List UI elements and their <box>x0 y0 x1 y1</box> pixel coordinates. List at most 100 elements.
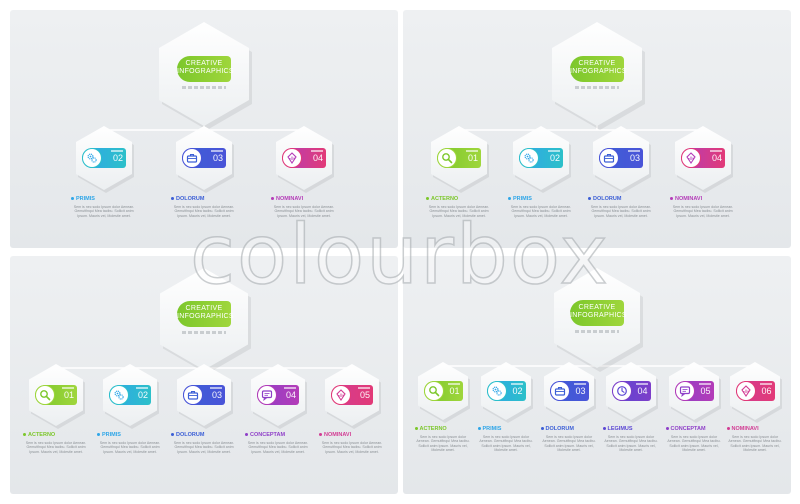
step-description: Sem is nec sodo Ipsum dolor Aenean. Gemu… <box>542 435 596 452</box>
step-caption: NOMINAVI Sem is nec sodo Ipsum dolor Aene… <box>319 432 385 463</box>
title-placeholder-text <box>182 331 226 334</box>
step-label-text: CONCEPTAM <box>250 432 286 438</box>
step-number: 02 <box>512 386 523 396</box>
step-description: Sem is nec sodo Ipsum dolor Aenean. Gemu… <box>173 441 235 454</box>
step-number: 02 <box>112 153 123 163</box>
step-number: 05 <box>700 386 711 396</box>
step-description: Sem is nec sodo Ipsum dolor Aenean. Gemu… <box>728 435 782 452</box>
step-number: 05 <box>359 390 370 400</box>
bullet-dot-icon <box>97 433 100 437</box>
step-badge: 03 <box>599 148 643 168</box>
step-caption: NOMINAVI Sem is nec sodo Ipsum dolor Aene… <box>726 426 784 457</box>
bullet-dot-icon <box>71 197 74 201</box>
step-label: PRIMIS <box>508 196 574 203</box>
title-line-2: INFOGRAPHICS <box>177 313 234 320</box>
step-label: LEGIMUS <box>602 426 660 433</box>
growth-icon <box>283 149 301 167</box>
step-badge: 04 <box>611 381 651 401</box>
step-badge: 02 <box>519 148 563 168</box>
step-description: Sem is nec sodo Ipsum dolor Aenean. Gemu… <box>428 205 490 218</box>
step-badge: 01 <box>423 381 463 401</box>
badge-caption-line <box>211 150 223 152</box>
step-number: 04 <box>637 386 648 396</box>
step-description: Sem is nec sodo Ipsum dolor Aenean. Gemu… <box>247 441 309 454</box>
magnifier-icon <box>438 149 456 167</box>
step-label: NOMINAVI <box>670 196 736 203</box>
step-caption: PRIMIS Sem is nec sodo Ipsum dolor Aenean… <box>508 196 574 227</box>
step-number: 03 <box>212 153 223 163</box>
step-badge: 01 <box>35 385 77 405</box>
title-line-2: INFOGRAPHICS <box>570 312 627 319</box>
step-description: Sem is nec sodo Ipsum dolor Aenean. Gemu… <box>25 441 87 454</box>
step-badge: 03 <box>183 385 225 405</box>
gears-icon <box>520 149 538 167</box>
title-line-1: CREATIVE <box>185 305 223 312</box>
step-description: Sem is nec sodo Ipsum dolor Aenean. Gemu… <box>99 441 161 454</box>
step-label-text: PRIMIS <box>76 196 95 202</box>
badge-caption-line <box>447 383 460 385</box>
step-description: Sem is nec sodo Ipsum dolor Aenean. Gemu… <box>321 441 383 454</box>
title-line-1: CREATIVE <box>185 60 223 67</box>
step-label-text: ACTERNO <box>419 426 447 432</box>
step-number: 03 <box>575 386 586 396</box>
bullet-dot-icon <box>414 427 418 431</box>
step-description: Sem is nec sodo Ipsum dolor Aenean. Gemu… <box>173 205 235 218</box>
step-label-text: NOMINAVI <box>731 426 759 432</box>
bullet-dot-icon <box>271 197 274 201</box>
step-label: CONCEPTAM <box>665 426 723 433</box>
badge-caption-line <box>628 150 640 152</box>
briefcase-icon <box>550 382 569 400</box>
badge-caption-line <box>698 383 711 385</box>
step-label-text: PRIMIS <box>102 432 121 438</box>
clock-icon <box>612 382 631 400</box>
bullet-dot-icon <box>426 197 429 201</box>
bullet-dot-icon <box>588 197 591 201</box>
step-label: NOMINAVI <box>319 432 385 439</box>
step-label: DOLORUM <box>540 426 598 433</box>
growth-icon <box>332 386 350 404</box>
badge-caption-line <box>358 387 370 389</box>
step-label-text: ACTERNO <box>28 432 56 438</box>
step-badge: 02 <box>486 381 526 401</box>
badge-caption-line <box>311 150 323 152</box>
step-label: ACTERNO <box>426 196 492 203</box>
step-number: 04 <box>312 153 323 163</box>
badge-caption-line <box>548 150 560 152</box>
step-caption: ACTERNO Sem is nec sodo Ipsum dolor Aenea… <box>426 196 492 227</box>
bullet-dot-icon <box>319 433 322 437</box>
step-label-text: DOLORUM <box>545 426 574 432</box>
step-badge: 05 <box>331 385 373 405</box>
bullet-dot-icon <box>508 197 511 201</box>
step-badge: 06 <box>735 381 775 401</box>
step-badge: 02 <box>109 385 151 405</box>
step-caption: NOMINAVI Sem is nec sodo Ipsum dolor Aene… <box>670 196 736 227</box>
step-label-text: LEGIMUS <box>607 426 633 432</box>
step-description: Sem is nec sodo Ipsum dolor Aenean. Gemu… <box>510 205 572 218</box>
step-label: NOMINAVI <box>271 196 337 203</box>
step-caption: DOLORUM Sem is nec sodo Ipsum dolor Aenea… <box>171 432 237 463</box>
step-label: ACTERNO <box>414 426 472 433</box>
bullet-dot-icon <box>726 427 730 431</box>
badge-caption-line <box>111 150 123 152</box>
step-label-text: NOMINAVI <box>276 196 304 202</box>
bullet-dot-icon <box>171 197 174 201</box>
briefcase-icon <box>184 386 202 404</box>
step-label-text: DOLORUM <box>176 432 205 438</box>
step-label: DOLORUM <box>588 196 654 203</box>
step-badge: 01 <box>437 148 481 168</box>
badge-caption-line <box>284 387 296 389</box>
gears-icon <box>83 149 101 167</box>
title-line-2: INFOGRAPHICS <box>177 68 234 75</box>
step-badge: 04 <box>282 148 326 168</box>
step-caption: PRIMIS Sem is nec sodo Ipsum dolor Aenean… <box>97 432 163 463</box>
bullet-dot-icon <box>602 427 606 431</box>
bullet-dot-icon <box>665 427 669 431</box>
title-line-1: CREATIVE <box>578 304 616 311</box>
step-description: Sem is nec sodo Ipsum dolor Aenean. Gemu… <box>672 205 734 218</box>
